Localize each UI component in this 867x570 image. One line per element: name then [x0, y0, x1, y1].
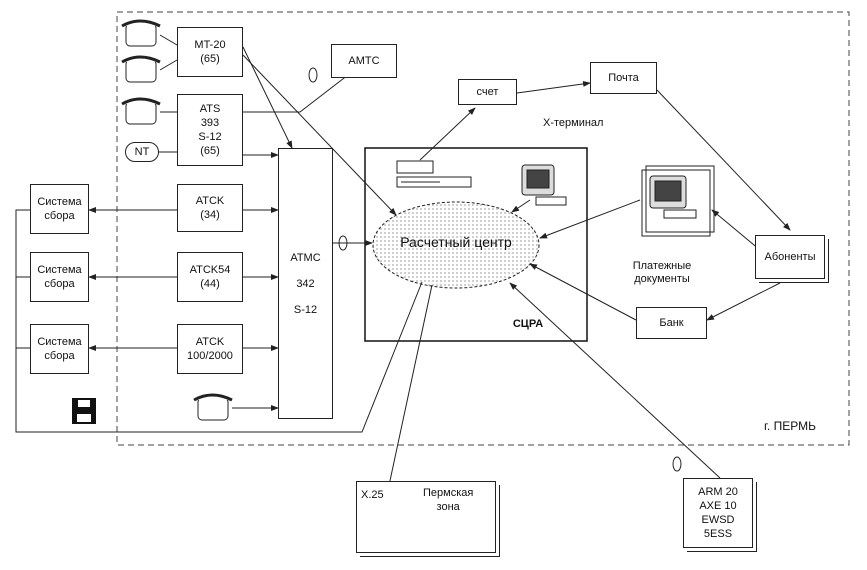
- perm-zone-label: Пермская зона: [423, 487, 474, 513]
- ats393-exchange: ATS 393 S-12 (65): [177, 94, 243, 166]
- cable-loop-icon: [308, 67, 318, 83]
- x25-label: X.25: [361, 489, 384, 501]
- atsk100-exchange: ATCK 100/2000: [177, 324, 243, 374]
- atms-line3: S-12: [293, 303, 318, 316]
- payment-docs-frame: [641, 169, 711, 237]
- cable-loop-icon: [672, 456, 682, 472]
- city-label: г. ПЕРМЬ: [764, 419, 816, 433]
- city-boundary: [116, 11, 850, 446]
- telephone-icon: [121, 97, 161, 125]
- invoice-node: счет: [458, 79, 517, 105]
- nt-label: NT: [125, 142, 159, 162]
- collection-system-3: Система сбора: [30, 324, 89, 374]
- cable-loop-icon: [338, 235, 348, 251]
- perm-zone-node: X.25 Пермская зона: [356, 481, 496, 553]
- post-node: Почта: [590, 62, 657, 94]
- atms-line2: 342: [296, 277, 315, 290]
- collection-system-1: Система сбора: [30, 184, 89, 234]
- telephone-icon: [121, 19, 161, 47]
- subscribers-node: Абоненты: [755, 235, 825, 279]
- billing-center-ellipse: [372, 201, 540, 289]
- atms-line1: ATMC: [290, 251, 321, 264]
- mt20-exchange: MT-20 (65): [177, 27, 243, 77]
- amts-node: AMTC: [331, 44, 397, 78]
- atsk54-exchange: ATCK54 (44): [177, 252, 243, 302]
- collection-system-2: Система сбора: [30, 252, 89, 302]
- scra-label: СЦРА: [512, 318, 544, 330]
- x-terminal-label: X-терминал: [543, 117, 604, 129]
- switch-types-node: ARM 20 AXE 10 EWSD 5ESS: [683, 478, 753, 548]
- billing-center-label: Расчетный центр: [400, 234, 512, 250]
- computer-icon: [521, 164, 567, 206]
- atsk34-exchange: ATCK (34): [177, 184, 243, 232]
- telephone-icon: [121, 55, 161, 83]
- server-icon: [396, 160, 472, 188]
- bank-node: Банк: [636, 307, 707, 339]
- payment-docs-label: Платежные документы: [632, 260, 692, 285]
- atms-exchange: ATMC 342 S-12: [278, 148, 333, 419]
- floppy-disk-icon: [72, 398, 96, 424]
- computer-icon: [649, 175, 697, 219]
- telephone-icon: [193, 393, 233, 421]
